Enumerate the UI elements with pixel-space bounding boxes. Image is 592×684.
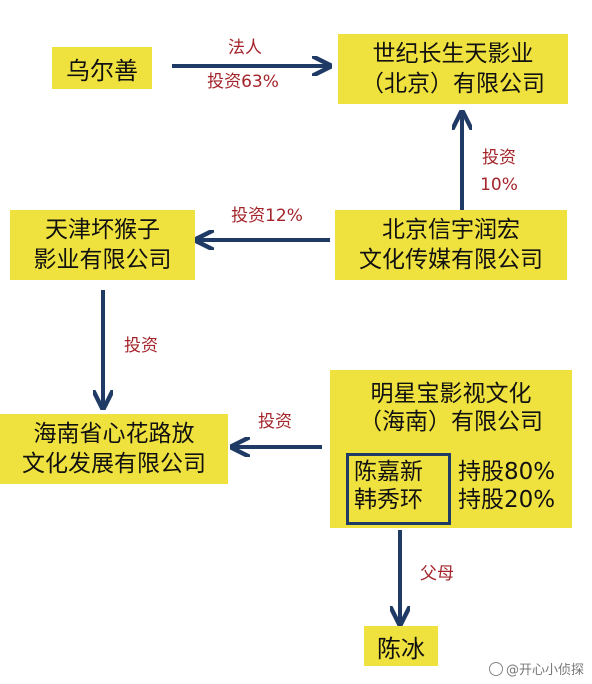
node-mingxingbao-line2: （海南）有限公司 (359, 409, 543, 435)
edge-label-legal-rep: 法人 (228, 38, 262, 58)
shareholder-han-xiuhuan: 韩秀环 (354, 487, 423, 513)
watermark-text: @开心小侦探 (505, 663, 584, 678)
node-tianjin-line2: 影业有限公司 (33, 247, 172, 273)
node-shiji-changshengtian: 世纪长生天影业 （北京）有限公司 (338, 34, 568, 104)
node-shiji-line2: （北京）有限公司 (361, 71, 545, 97)
node-mingxingbao: 明星宝影视文化 （海南）有限公司 陈嘉新 韩秀环 持股80% 持股20% (330, 370, 572, 528)
node-wu-ershan: 乌尔善 (52, 47, 152, 89)
edge-label-invest-12: 投资12% (231, 206, 303, 226)
edge-label-invest-63: 投资63% (207, 72, 279, 92)
node-wu-ershan-label: 乌尔善 (66, 56, 138, 85)
node-hainan-line1: 海南省心花路放 (33, 421, 195, 447)
edge-label-invest-10-a: 投资 (482, 148, 516, 168)
node-tianjin-line1: 天津坏猴子 (45, 217, 160, 243)
node-hainan-xinhualufang: 海南省心花路放 文化发展有限公司 (0, 414, 228, 484)
share-han-xiuhuan: 持股20% (458, 487, 556, 513)
node-chen-bing-label: 陈冰 (377, 634, 425, 663)
edge-label-invest-mingxingbao: 投资 (258, 412, 292, 432)
watermark-logo-icon (488, 662, 503, 676)
node-beijing-line1: 北京信宇润宏 (382, 217, 520, 243)
node-shiji-line1: 世纪长生天影业 (372, 41, 534, 67)
share-chen-jiaxin: 持股80% (458, 459, 556, 485)
edge-label-invest-tianjin: 投资 (124, 336, 158, 356)
edge-label-parents: 父母 (420, 564, 454, 584)
shareholder-highlight-frame (346, 453, 451, 525)
node-chen-bing: 陈冰 (364, 626, 438, 666)
node-hainan-line2: 文化发展有限公司 (22, 451, 206, 477)
node-beijing-xinyu-runhong: 北京信宇润宏 文化传媒有限公司 (335, 210, 567, 280)
node-tianjin-huaihouzi: 天津坏猴子 影业有限公司 (10, 210, 195, 280)
node-mingxingbao-line1: 明星宝影视文化 (370, 381, 532, 407)
edge-label-invest-10-b: 10% (480, 175, 518, 195)
shareholder-chen-jiaxin: 陈嘉新 (354, 459, 423, 485)
watermark: @开心小侦探 (488, 659, 584, 678)
node-beijing-line2: 文化传媒有限公司 (359, 247, 543, 273)
